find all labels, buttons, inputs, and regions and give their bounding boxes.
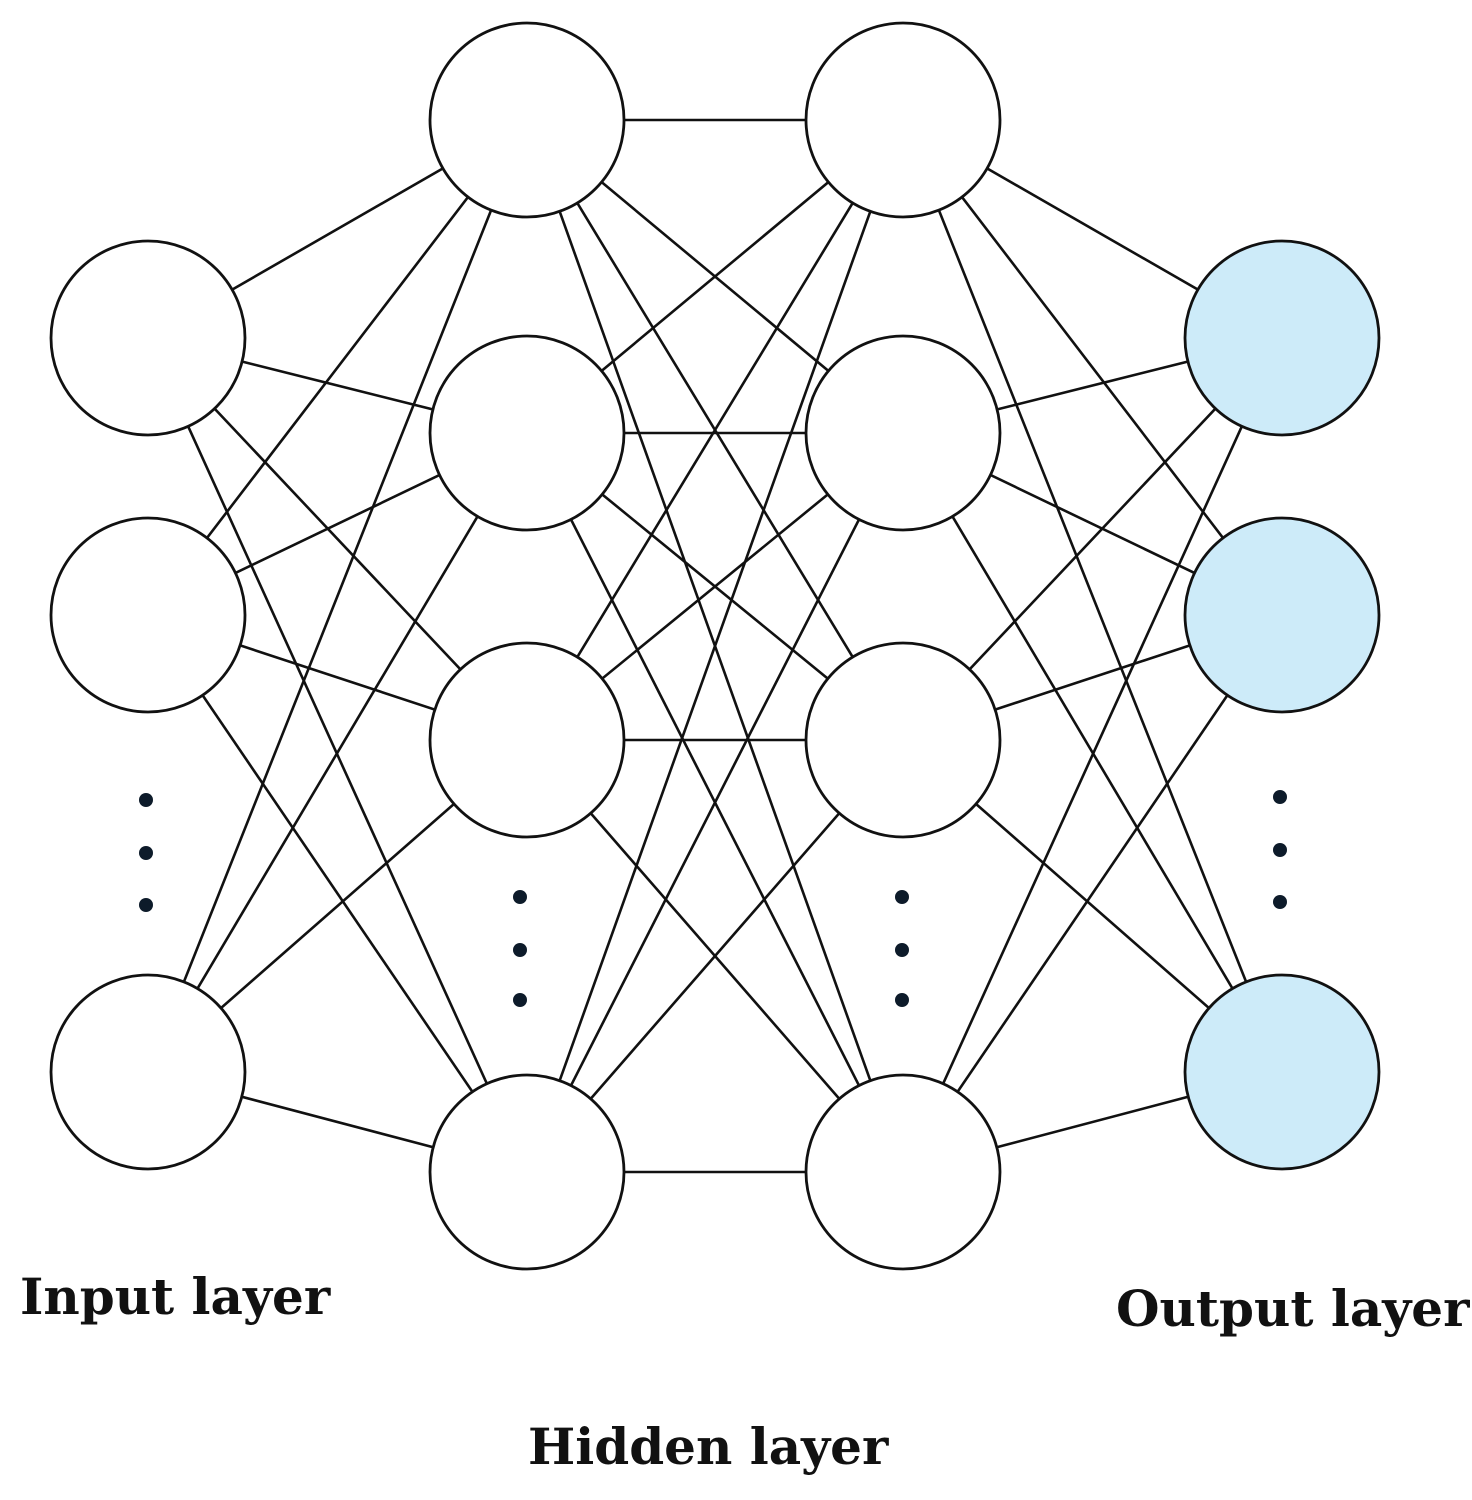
hidden2-node-3 bbox=[804, 641, 1002, 839]
hidden1-node-2 bbox=[428, 334, 626, 532]
connections bbox=[146, 118, 1284, 1174]
hidden1-node-3 bbox=[428, 641, 626, 839]
hidden1-ellipsis-dot-1 bbox=[513, 890, 527, 904]
hidden1-ellipsis-dot-3 bbox=[513, 993, 527, 1007]
ellipsis-markers bbox=[139, 790, 1287, 1007]
output-node-2 bbox=[1183, 516, 1381, 714]
hidden1-node-1 bbox=[428, 21, 626, 219]
connection-hidden2-1-to-output-3 bbox=[901, 119, 1284, 1073]
output-layer-label: Output layer bbox=[1116, 1279, 1470, 1338]
input-ellipsis-dot-2 bbox=[139, 846, 153, 860]
hidden2-ellipsis-dot-1 bbox=[895, 890, 909, 904]
connection-hidden2-4-to-output-1 bbox=[901, 337, 1284, 1173]
hidden2-node-4 bbox=[804, 1073, 1002, 1271]
output-ellipsis-dot-2 bbox=[1273, 843, 1287, 857]
connection-hidden2-1-to-output-2 bbox=[901, 119, 1284, 616]
connection-input-2-to-hidden1-4 bbox=[146, 614, 529, 1173]
connection-hidden1-4-to-hidden2-1 bbox=[525, 119, 905, 1173]
connection-hidden1-3-to-hidden2-1 bbox=[525, 119, 905, 741]
input-layer-label: Input layer bbox=[20, 1267, 331, 1326]
input-ellipsis-dot-3 bbox=[139, 898, 153, 912]
hidden1-ellipsis-dot-2 bbox=[513, 943, 527, 957]
output-node-3 bbox=[1183, 973, 1381, 1171]
connection-input-2-to-hidden1-1 bbox=[146, 119, 529, 616]
hidden2-ellipsis-dot-3 bbox=[895, 993, 909, 1007]
hidden2-node-1 bbox=[804, 21, 1002, 219]
input-node-2 bbox=[49, 516, 247, 714]
output-ellipsis-dot-1 bbox=[1273, 790, 1287, 804]
input-ellipsis-dot-1 bbox=[139, 793, 153, 807]
neurons bbox=[49, 21, 1381, 1271]
hidden2-ellipsis-dot-2 bbox=[895, 943, 909, 957]
connection-hidden1-4-to-hidden2-2 bbox=[525, 432, 905, 1173]
output-ellipsis-dot-3 bbox=[1273, 895, 1287, 909]
output-node-1 bbox=[1183, 239, 1381, 437]
input-node-1 bbox=[49, 239, 247, 437]
hidden1-node-4 bbox=[428, 1073, 626, 1271]
input-node-3 bbox=[49, 973, 247, 1171]
hidden2-node-2 bbox=[804, 334, 1002, 532]
connection-hidden2-4-to-output-2 bbox=[901, 614, 1284, 1173]
connection-input-3-to-hidden1-1 bbox=[146, 119, 529, 1073]
hidden-layer-label: Hidden layer bbox=[528, 1417, 889, 1476]
connection-input-3-to-hidden1-2 bbox=[146, 432, 529, 1073]
